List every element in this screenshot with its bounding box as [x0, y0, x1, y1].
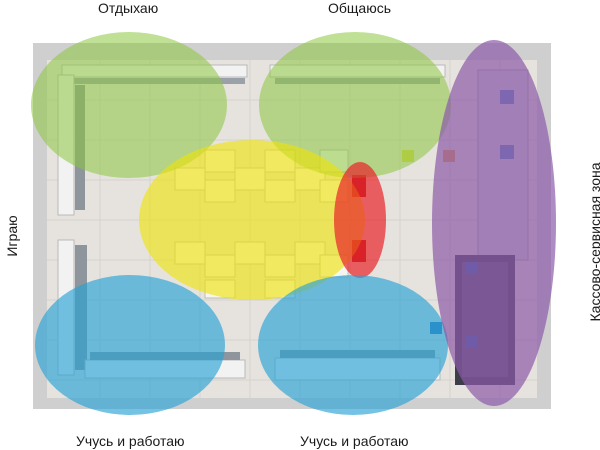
zone-study-left	[35, 275, 225, 415]
label-rest: Отдыхаю	[98, 0, 159, 16]
label-study-left: Учусь и работаю	[76, 433, 185, 449]
zone-rest	[31, 32, 227, 178]
zone-play	[139, 140, 365, 300]
label-play: Играю	[4, 215, 20, 257]
zone-checkout	[432, 40, 556, 406]
zone-promo	[334, 162, 386, 278]
zone-communicate	[259, 32, 451, 178]
zone-study-right	[258, 275, 448, 415]
label-communicate: Общаюсь	[328, 0, 392, 16]
label-checkout: Кассово-сервисная зона	[587, 162, 600, 322]
label-study-right: Учусь и работаю	[300, 433, 409, 449]
